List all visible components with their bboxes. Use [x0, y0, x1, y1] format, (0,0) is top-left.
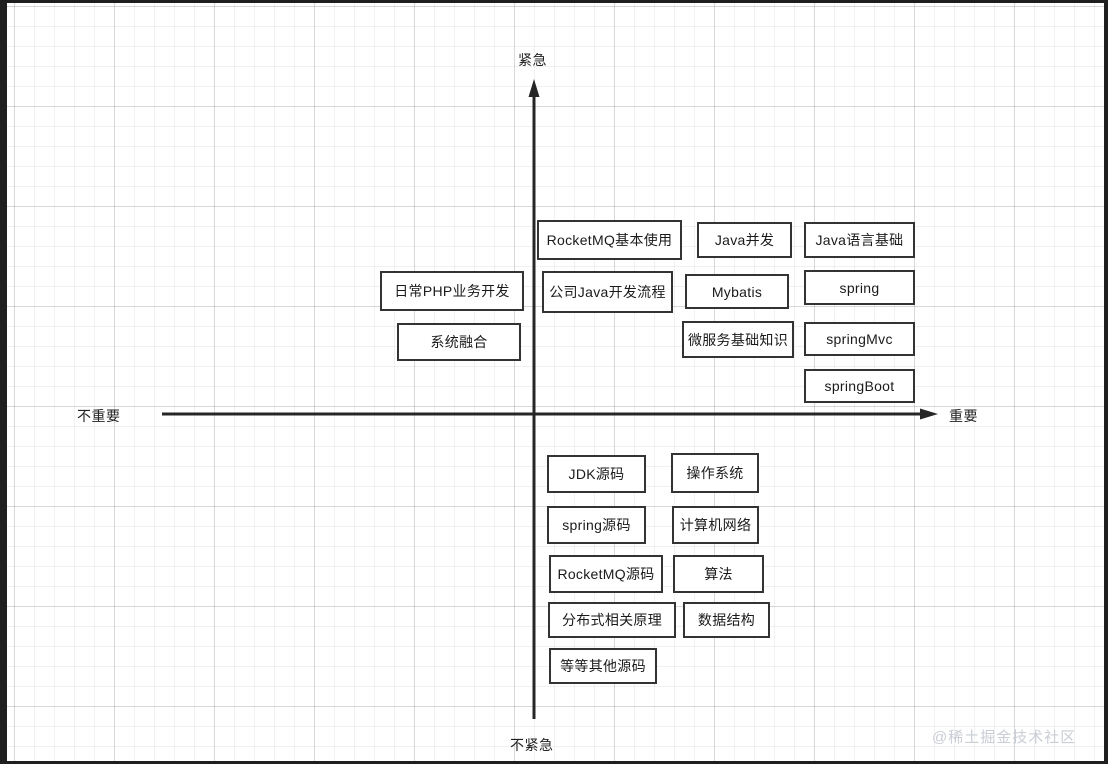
vertical-axis-arrow-icon — [528, 79, 540, 97]
matrix-node[interactable]: RocketMQ源码 — [549, 555, 663, 593]
matrix-node[interactable]: springBoot — [804, 369, 915, 403]
matrix-node[interactable]: spring — [804, 270, 915, 305]
matrix-node[interactable]: RocketMQ基本使用 — [537, 220, 682, 260]
matrix-node-label: 计算机网络 — [679, 517, 752, 533]
matrix-node[interactable]: 公司Java开发流程 — [542, 271, 673, 313]
matrix-node[interactable]: 数据结构 — [683, 602, 770, 638]
matrix-node-label: 微服务基础知识 — [687, 331, 789, 348]
matrix-node-label: 数据结构 — [697, 612, 756, 628]
matrix-node-label: 操作系统 — [686, 465, 744, 481]
matrix-node-label: JDK源码 — [568, 466, 625, 482]
matrix-node-label: RocketMQ基本使用 — [546, 232, 673, 248]
matrix-node[interactable]: Java语言基础 — [804, 222, 915, 258]
matrix-node-label: 分布式相关原理 — [561, 612, 663, 628]
matrix-node[interactable]: Mybatis — [685, 274, 789, 309]
matrix-node[interactable]: 操作系统 — [671, 453, 759, 493]
matrix-node-label: 公司Java开发流程 — [549, 284, 666, 300]
axis-label-important: 重要 — [949, 408, 978, 424]
matrix-node-label: Mybatis — [711, 283, 763, 300]
matrix-node[interactable]: 算法 — [673, 555, 764, 593]
matrix-node-label: Java并发 — [714, 232, 775, 248]
matrix-node[interactable]: 微服务基础知识 — [682, 321, 794, 358]
axis-label-not-urgent: 不紧急 — [510, 737, 554, 753]
matrix-node[interactable]: 分布式相关原理 — [548, 602, 676, 638]
axis-label-not-important: 不重要 — [77, 408, 121, 424]
matrix-node[interactable]: 等等其他源码 — [549, 648, 657, 684]
matrix-node[interactable]: 系统融合 — [397, 323, 521, 361]
matrix-plane: 紧急 不紧急 不重要 重要 RocketMQ基本使用 Java并发 Java语言基础… — [7, 3, 1104, 761]
matrix-node-label: spring — [839, 279, 880, 296]
watermark: @稀土掘金技术社区 — [932, 729, 1077, 746]
matrix-node-label: 等等其他源码 — [560, 658, 646, 674]
matrix-node[interactable]: spring源码 — [547, 506, 646, 544]
axis-label-urgent: 紧急 — [518, 52, 547, 68]
matrix-node[interactable]: springMvc — [804, 322, 915, 356]
matrix-node-label: 系统融合 — [430, 334, 488, 350]
matrix-node-label: spring源码 — [562, 517, 631, 533]
matrix-node-label: Java语言基础 — [815, 232, 904, 248]
horizontal-axis-arrow-icon — [920, 408, 938, 420]
matrix-node-label: 算法 — [704, 566, 733, 582]
matrix-node-label: springMvc — [826, 331, 893, 347]
matrix-node-label: 日常PHP业务开发 — [394, 283, 510, 299]
matrix-node-label: springBoot — [824, 378, 895, 394]
matrix-node[interactable]: Java并发 — [697, 222, 792, 258]
matrix-node[interactable]: 日常PHP业务开发 — [380, 271, 524, 311]
matrix-node-label: RocketMQ源码 — [557, 566, 655, 582]
matrix-node[interactable]: 计算机网络 — [672, 506, 759, 544]
matrix-node[interactable]: JDK源码 — [547, 455, 646, 493]
